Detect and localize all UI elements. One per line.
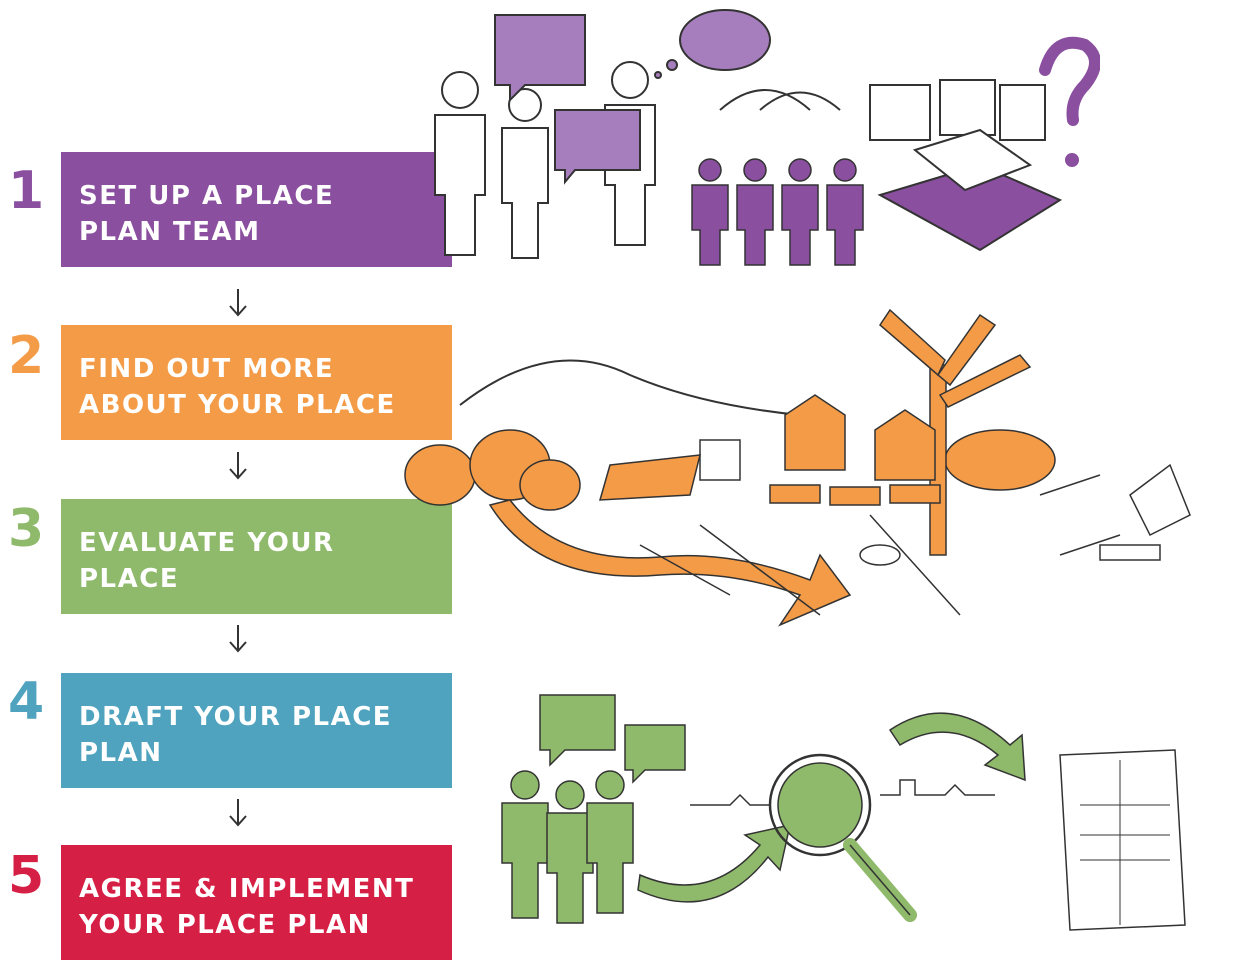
step-3-label: EVALUATE YOUR PLACE bbox=[79, 528, 335, 594]
step-4-label: DRAFT YOUR PLACE PLAN bbox=[79, 702, 393, 768]
step-4-number: 4 bbox=[8, 672, 45, 732]
step-2-number: 2 bbox=[8, 326, 45, 386]
step-4-box: DRAFT YOUR PLACE PLAN bbox=[61, 673, 452, 788]
step-3-box: EVALUATE YOUR PLACE bbox=[61, 499, 452, 614]
down-arrow-icon bbox=[229, 452, 247, 480]
evaluate-and-plan-illustration bbox=[501, 694, 1186, 931]
community-discussion-illustration bbox=[434, 9, 1100, 266]
step-5-number: 5 bbox=[8, 846, 45, 906]
down-arrow-icon bbox=[229, 625, 247, 653]
town-place-illustration bbox=[404, 308, 1191, 627]
step-1-box: SET UP A PLACE PLAN TEAM bbox=[61, 152, 452, 267]
step-3-number: 3 bbox=[8, 499, 45, 559]
down-arrow-icon bbox=[229, 799, 247, 827]
step-2-box: FIND OUT MORE ABOUT YOUR PLACE bbox=[61, 325, 452, 440]
step-1-number: 1 bbox=[8, 161, 45, 221]
step-5-label: AGREE & IMPLEMENT YOUR PLACE PLAN bbox=[79, 874, 415, 940]
step-1-label: SET UP A PLACE PLAN TEAM bbox=[79, 181, 335, 247]
step-2-label: FIND OUT MORE ABOUT YOUR PLACE bbox=[79, 354, 396, 420]
down-arrow-icon bbox=[229, 289, 247, 317]
step-5-box: AGREE & IMPLEMENT YOUR PLACE PLAN bbox=[61, 845, 452, 960]
